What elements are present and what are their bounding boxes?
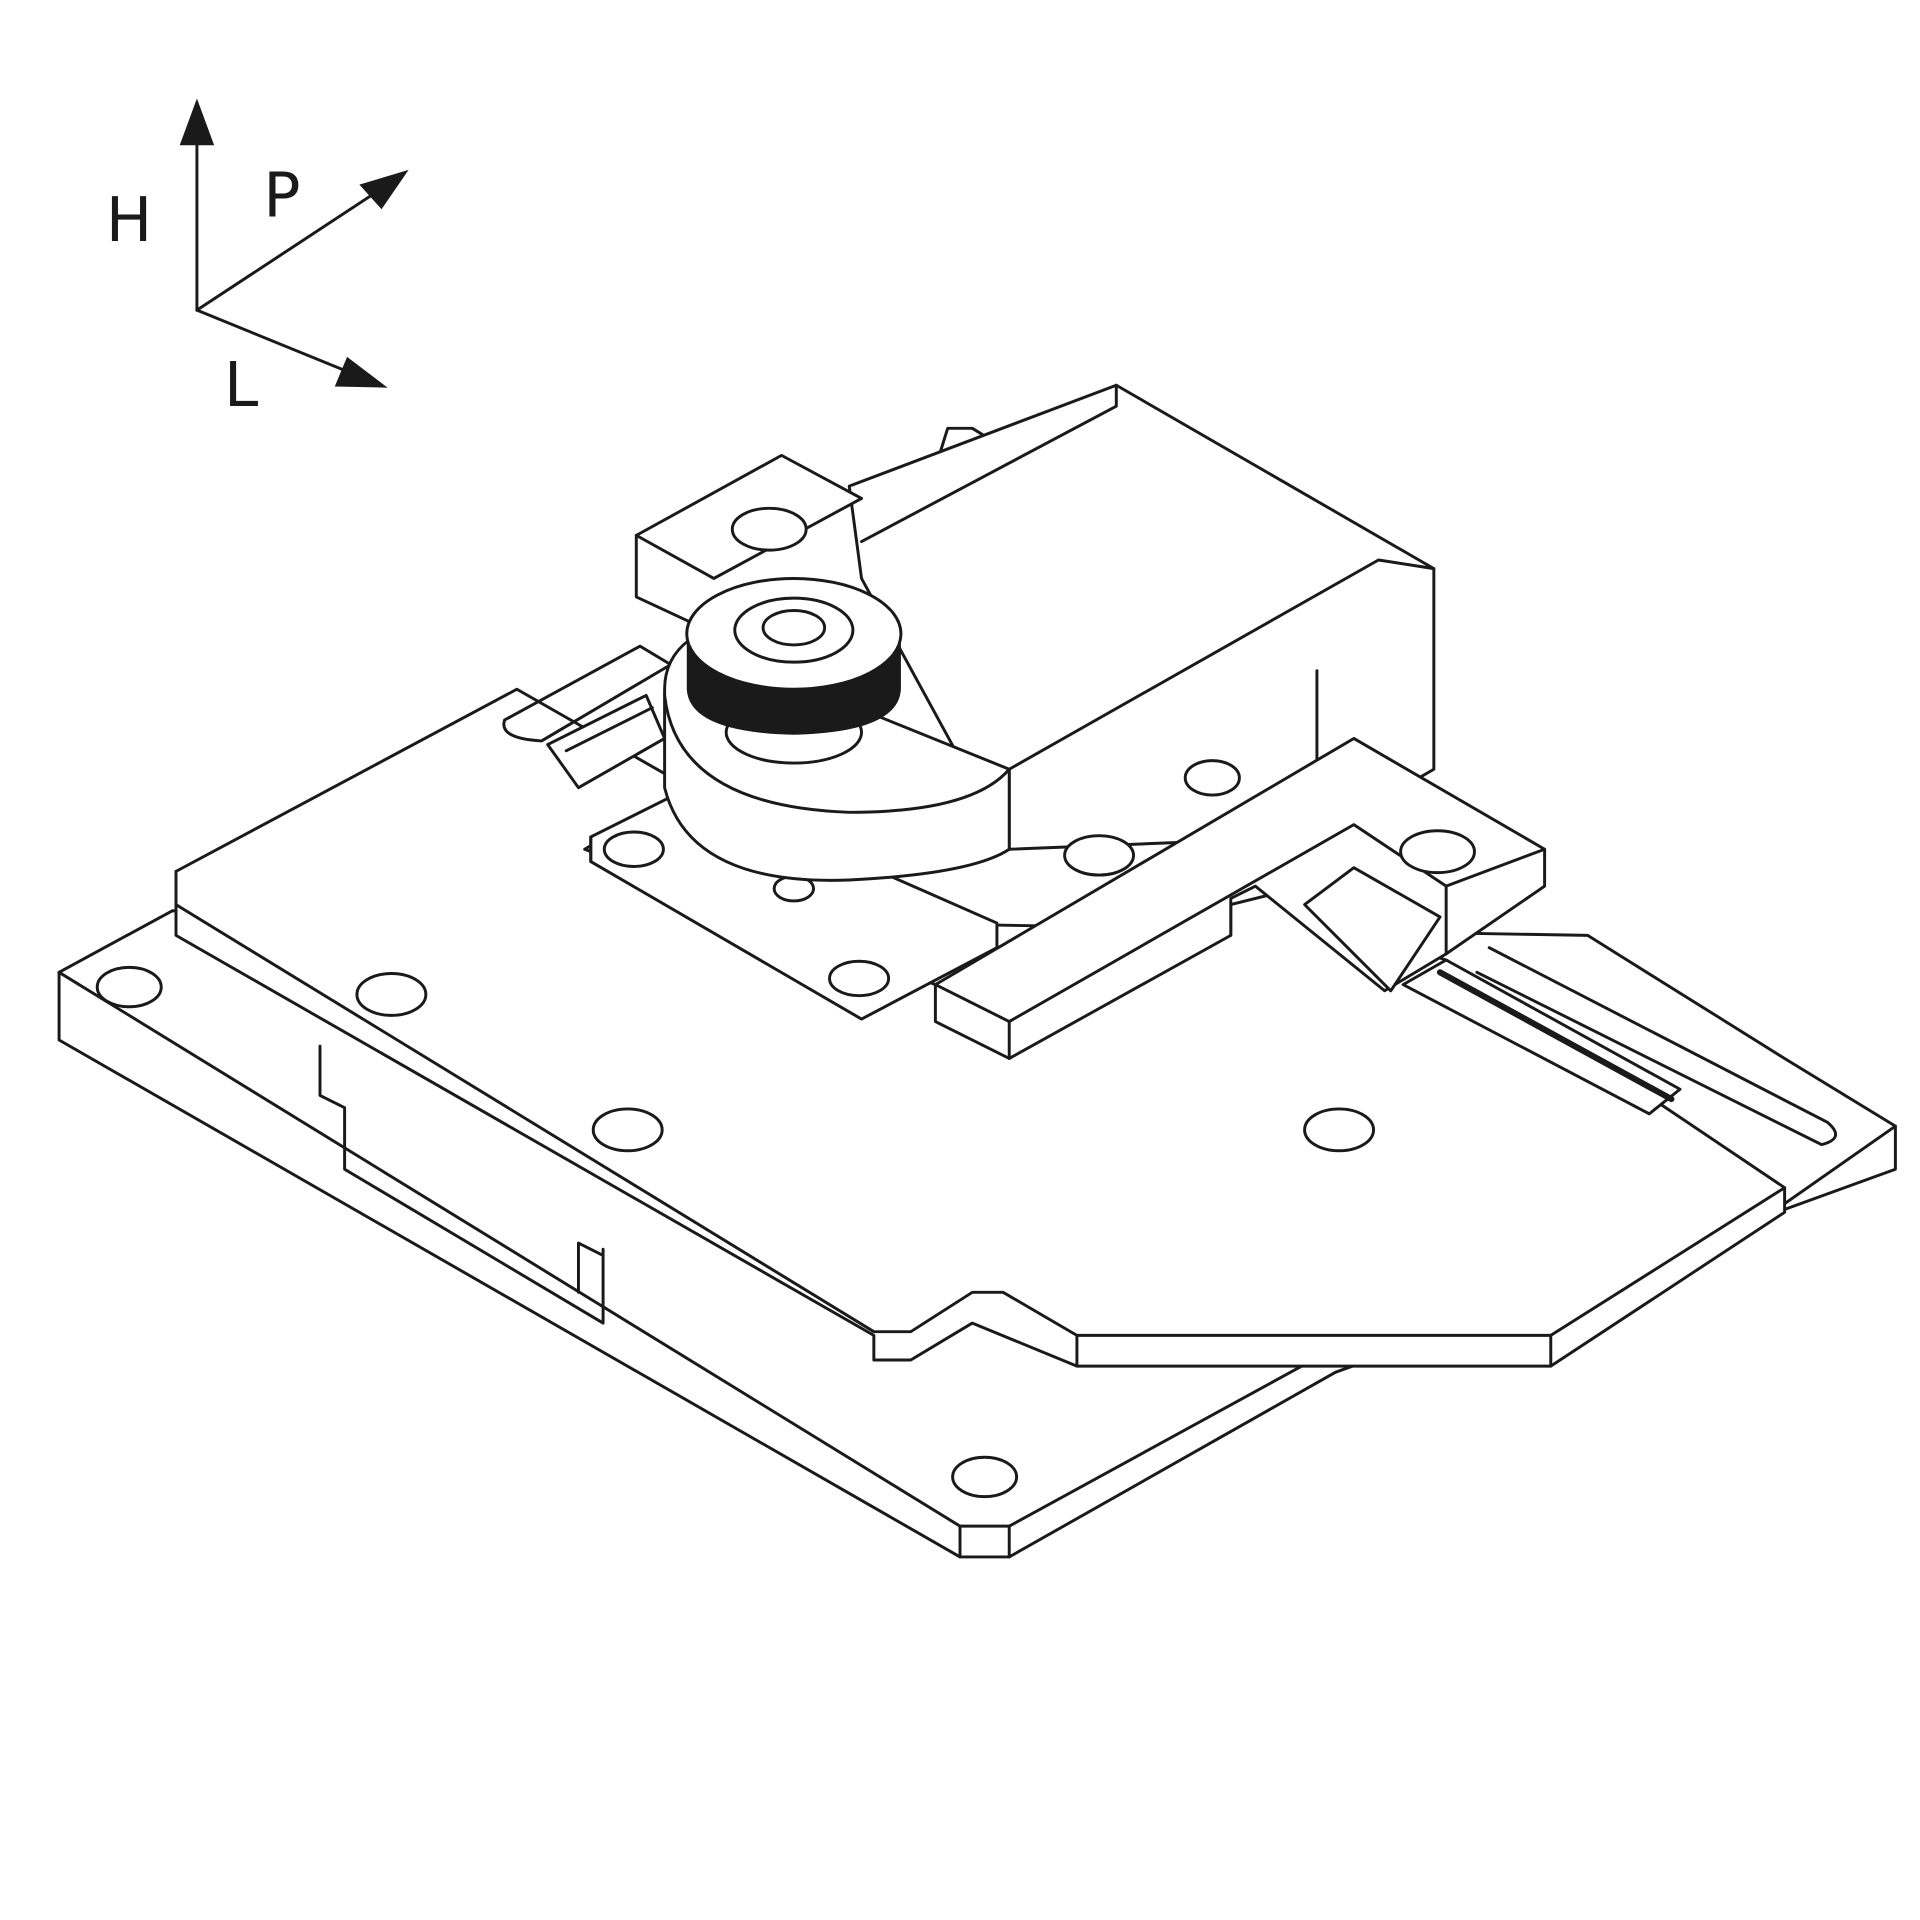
- mount-hole: [1399, 829, 1476, 875]
- mount-hole: [951, 1455, 1019, 1499]
- l-arrowhead-icon: [334, 356, 388, 388]
- mount-hole: [355, 972, 428, 1017]
- mount-hole: [591, 1107, 664, 1153]
- rotary-knob: [634, 453, 1011, 882]
- l-axis: [195, 308, 359, 377]
- carriage-block: [847, 383, 1436, 851]
- mount-hole: [95, 965, 163, 1009]
- l-label: L: [224, 349, 258, 421]
- p-arrowhead-icon: [359, 169, 409, 210]
- h-arrowhead-icon: [179, 98, 215, 146]
- mount-hole: [1183, 759, 1241, 797]
- p-label: P: [263, 160, 300, 232]
- mount-hole: [730, 506, 808, 552]
- mount-hole: [1303, 1107, 1376, 1153]
- mount-hole: [602, 830, 665, 868]
- h-label: H: [106, 184, 152, 256]
- p-axis: [195, 185, 386, 312]
- axis-triad: H P L: [106, 98, 409, 421]
- right-bracket: [933, 736, 1682, 1116]
- mount-hole: [1063, 834, 1136, 877]
- mount-hole: [828, 959, 891, 998]
- linear-scale: [1401, 958, 1682, 1116]
